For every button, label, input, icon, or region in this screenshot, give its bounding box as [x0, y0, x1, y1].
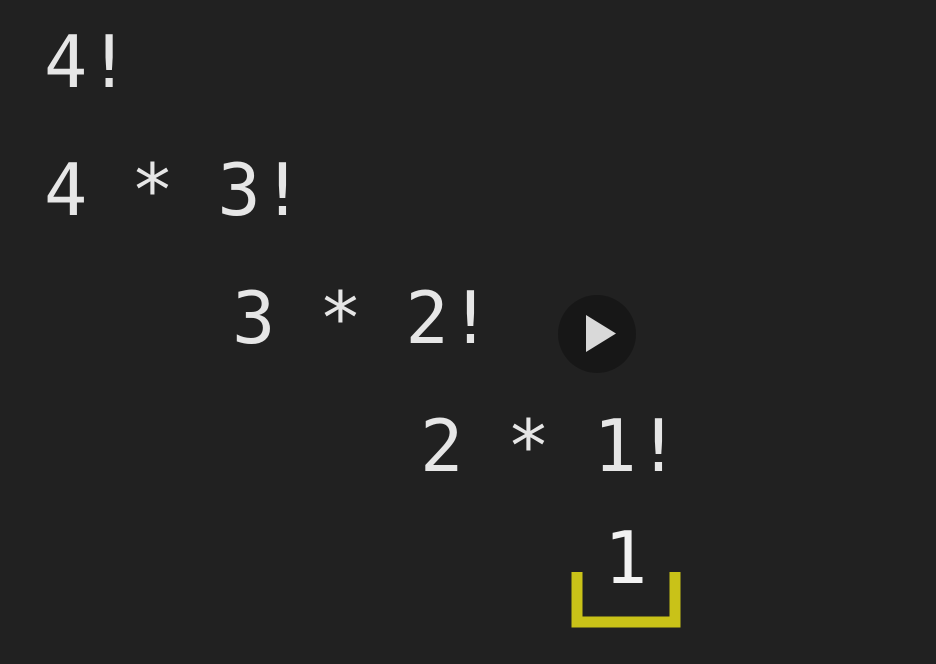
bracket-icon — [571, 572, 681, 628]
base-case-value: 1 — [604, 516, 648, 600]
expression-line-3: 3 * 2! — [232, 276, 493, 360]
expression-line-2: 4 * 3! — [44, 148, 305, 232]
play-icon — [586, 315, 616, 352]
play-button[interactable] — [558, 295, 636, 373]
expression-line-4: 2 * 1! — [420, 404, 681, 488]
expression-line-1: 4! — [44, 20, 131, 104]
